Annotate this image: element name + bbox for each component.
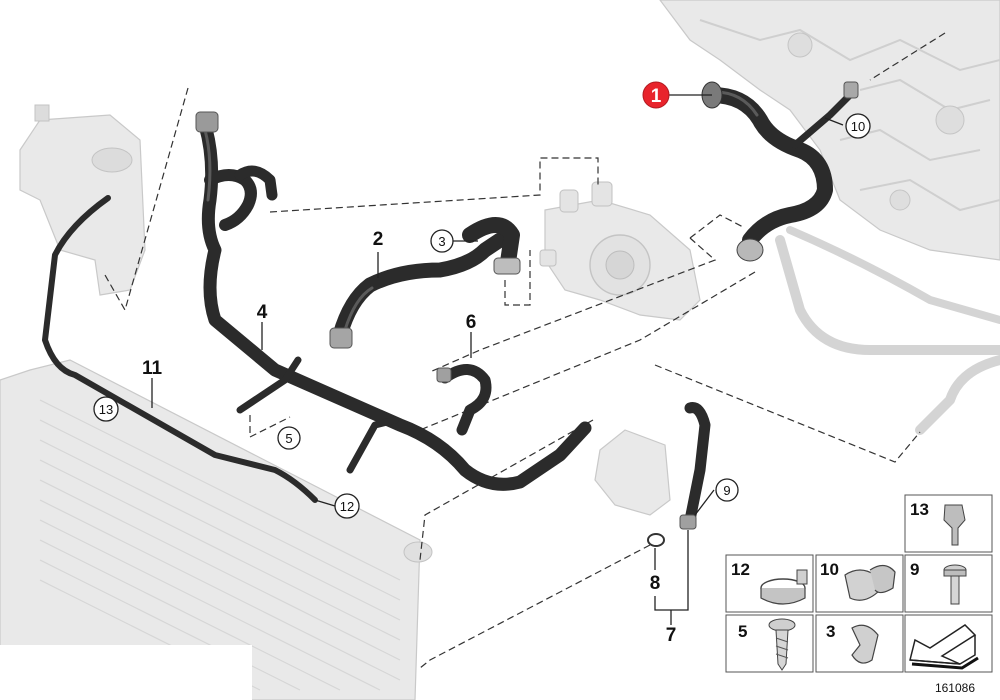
hose-11-expansion-line xyxy=(42,195,318,503)
hose-6-small xyxy=(436,364,492,436)
legend-5-label: 5 xyxy=(738,622,747,641)
legend-10-label: 10 xyxy=(820,560,839,579)
bolt-9-icon xyxy=(943,564,967,605)
legend-cell-5[interactable]: 5 xyxy=(738,618,796,671)
callout-13[interactable]: 13 xyxy=(93,396,119,422)
expansion-tank xyxy=(19,104,146,296)
callout-12[interactable]: 12 xyxy=(334,493,360,519)
diagram-id: 161086 xyxy=(935,681,975,695)
radiator xyxy=(0,359,433,700)
direction-arrow-icon xyxy=(909,624,979,670)
callout-5-label: 5 xyxy=(285,431,292,446)
callout-3-label: 3 xyxy=(438,234,445,249)
clamp-clip-3-icon xyxy=(851,624,879,664)
legend-13-label: 13 xyxy=(910,500,929,519)
callout-1-label: 1 xyxy=(651,86,662,107)
callout-11[interactable]: 11 xyxy=(142,358,163,379)
aux-water-pump xyxy=(594,429,671,516)
hose-4-main-pipe xyxy=(195,111,592,491)
hose-clamp-icon xyxy=(760,569,808,605)
callout-2[interactable]: 2 xyxy=(373,229,384,250)
parts-legend: 13 12 10 9 xyxy=(725,494,993,673)
engine-block-ghost xyxy=(659,0,1000,261)
callout-9[interactable]: 9 xyxy=(715,478,739,502)
ghost-pipes-right xyxy=(775,226,1000,435)
hose-7-9-aux xyxy=(647,402,711,547)
legend-cell-13[interactable]: 13 xyxy=(910,500,966,546)
legend-cell-arrow xyxy=(909,624,979,670)
screw-5-icon xyxy=(768,618,796,671)
callout-9-label: 9 xyxy=(723,483,730,498)
water-pump xyxy=(539,181,701,321)
hose-3-short xyxy=(462,217,521,275)
hose-10-vent xyxy=(791,81,859,149)
callout-10-label: 10 xyxy=(851,119,865,134)
legend-12-label: 12 xyxy=(731,560,750,579)
callout-5[interactable]: 5 xyxy=(277,426,301,450)
legend-cell-3[interactable]: 3 xyxy=(826,622,879,664)
double-clip-icon xyxy=(844,564,896,601)
callout-7[interactable]: 7 xyxy=(666,625,677,646)
leader-lines xyxy=(151,94,844,625)
legend-9-label: 9 xyxy=(910,560,919,579)
legend-cell-10[interactable]: 10 xyxy=(820,560,896,601)
callout-8[interactable]: 8 xyxy=(650,573,661,594)
callout-13-label: 13 xyxy=(99,402,113,417)
legend-cell-12[interactable]: 12 xyxy=(731,560,808,605)
callout-6[interactable]: 6 xyxy=(466,312,477,333)
legend-3-label: 3 xyxy=(826,622,835,641)
callout-4[interactable]: 4 xyxy=(257,302,268,323)
callout-12-label: 12 xyxy=(340,499,354,514)
hose-2-pump-hose xyxy=(329,232,508,349)
legend-cell-9[interactable]: 9 xyxy=(910,560,967,605)
connection-lines xyxy=(104,32,946,669)
callout-3[interactable]: 3 xyxy=(430,229,454,253)
callout-1[interactable]: 1 xyxy=(642,81,670,109)
clip-13-icon xyxy=(943,504,966,546)
callout-10[interactable]: 10 xyxy=(845,113,871,139)
